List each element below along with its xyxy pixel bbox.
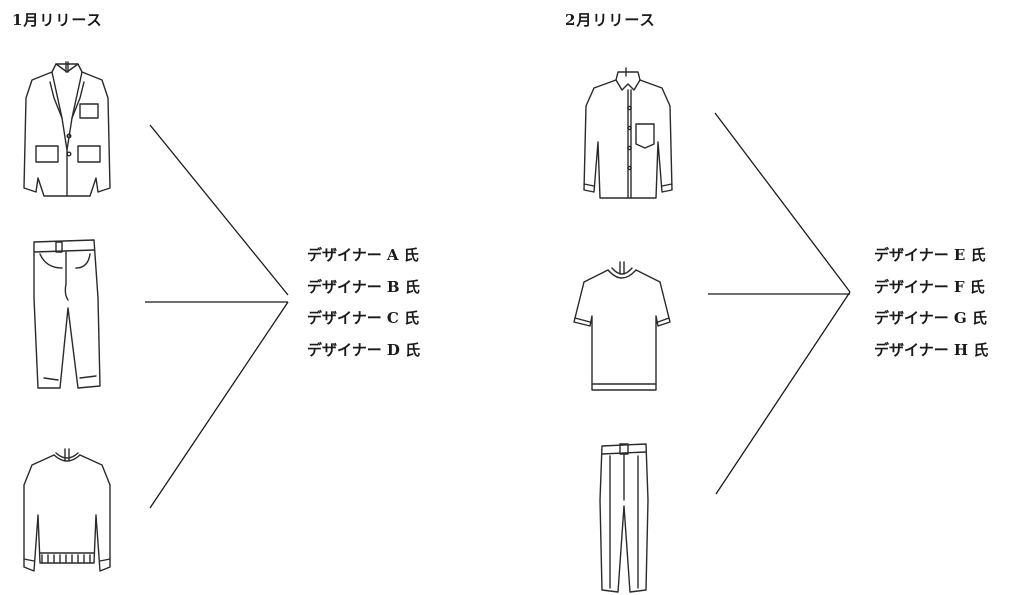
jeans-icon [33,239,101,389]
sweater-icon [23,448,111,572]
designer-name: デザイナー G 氏 [874,309,987,327]
t-shirt-icon [573,261,671,391]
connector-jan-bottom [149,301,289,509]
designer-name: デザイナー C 氏 [307,309,420,327]
designer-list-february: デザイナー E 氏 デザイナー F 氏 デザイナー G 氏 デザイナー H 氏 [874,240,988,366]
connector-feb-bottom [715,291,851,495]
connector-feb-top [714,112,851,293]
trousers-icon [599,443,649,593]
designer-name: デザイナー D 氏 [307,340,421,359]
release-title-january: 1月リリース [12,11,103,29]
designer-name: デザイナー B 氏 [307,277,420,296]
shirt-icon [583,67,673,199]
connector-jan-top [149,124,289,296]
jacket-icon [23,61,111,197]
designer-name: デザイナー H 氏 [874,340,989,359]
release-title-february: 2月リリース [565,11,656,29]
designer-list-january: デザイナー A 氏 デザイナー B 氏 デザイナー C 氏 デザイナー D 氏 [307,240,420,366]
designer-name: デザイナー F 氏 [874,277,985,296]
designer-name: デザイナー E 氏 [874,246,986,264]
designer-name: デザイナー A 氏 [307,246,419,264]
